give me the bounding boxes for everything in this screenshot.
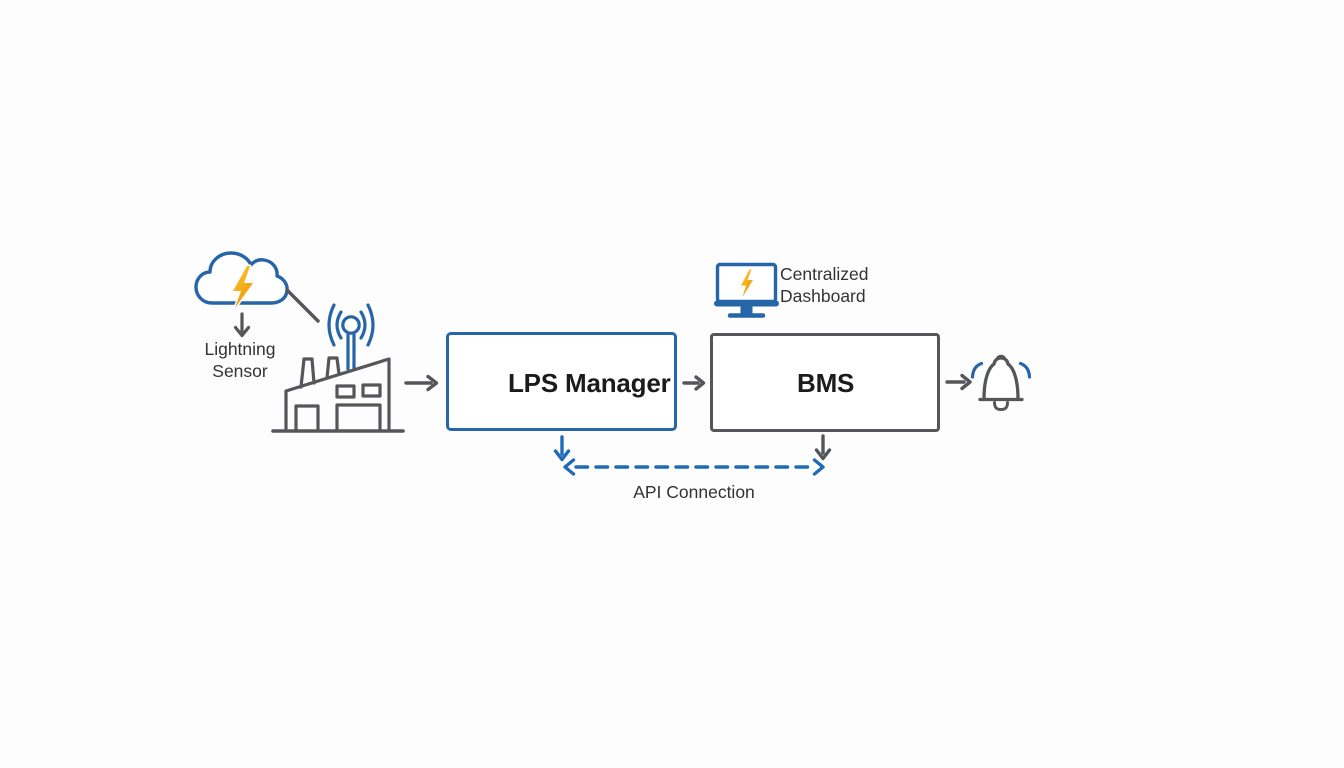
antenna-icon xyxy=(327,303,375,371)
centralized-dashboard-label-line2: Dashboard xyxy=(780,285,866,306)
lightning-sensor-label-line2: Sensor xyxy=(212,360,268,381)
arrow-bms-down xyxy=(814,434,832,461)
api-dashed-arrow xyxy=(563,458,825,476)
bell-icon xyxy=(970,354,1032,411)
arrow-bms-to-bell xyxy=(945,373,972,391)
factory-icon xyxy=(271,356,405,433)
arrow-cloud-to-label xyxy=(233,312,251,338)
api-connection-label: API Connection xyxy=(633,482,755,502)
lightning-bolt-icon xyxy=(231,264,255,310)
lightning-sensor-label-line1: Lightning xyxy=(204,339,276,359)
storm-cloud-lightning-icon xyxy=(194,251,289,310)
bms-label: BMS xyxy=(797,368,855,398)
monitor-lightning-icon xyxy=(714,262,779,318)
lightning-sensor-label: Lightning Sensor xyxy=(174,339,306,382)
bms-box xyxy=(710,333,940,432)
centralized-dashboard-label-line1: Centralized xyxy=(780,264,869,284)
arrow-lps-down xyxy=(553,435,571,462)
centralized-dashboard-label: Centralized Dashboard xyxy=(780,264,869,307)
arrow-lps-to-bms xyxy=(682,375,706,391)
connector-cloud-to-antenna xyxy=(285,288,320,323)
arrow-factory-to-lps xyxy=(404,374,439,392)
lps-manager-box xyxy=(446,332,677,431)
lps-manager-label: LPS Manager xyxy=(508,368,671,398)
